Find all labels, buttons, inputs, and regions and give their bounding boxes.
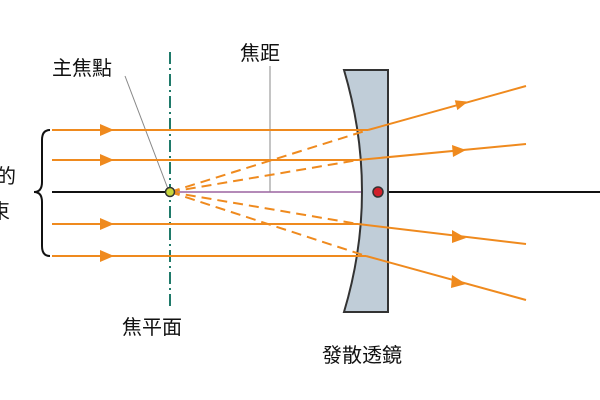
incoming-beam-brace	[33, 129, 51, 257]
virtual-rays	[169, 129, 369, 257]
incoming-ray-arrow-3	[100, 218, 114, 230]
virtual-ray-3	[169, 191, 359, 225]
principal-focus-point	[164, 186, 176, 198]
outgoing-ray-2	[357, 143, 527, 161]
virtual-ray-1	[169, 129, 369, 193]
outgoing-ray-4	[365, 255, 527, 301]
incoming-ray-arrows	[100, 124, 114, 262]
incoming-ray-arrow-1	[100, 124, 114, 136]
outgoing-ray-arrow-1	[454, 100, 468, 111]
outgoing-ray-arrows	[451, 100, 468, 288]
incoming-ray-arrow-2	[100, 154, 114, 166]
left-label-clipped-top: 的	[0, 164, 16, 188]
lens-center-point	[372, 186, 384, 198]
focal-length-label: 焦距	[240, 41, 280, 65]
virtual-ray-4	[169, 191, 367, 257]
outgoing-ray-1	[367, 85, 527, 131]
outgoing-rays	[357, 85, 527, 301]
outgoing-ray-arrow-2	[452, 145, 466, 157]
diverging-lens-label: 發散透鏡	[322, 343, 402, 367]
diverging-lens	[342, 69, 389, 313]
outgoing-ray-arrow-3	[452, 230, 466, 243]
principal-focus-leader	[124, 75, 169, 190]
principal-focus-label: 主焦點	[52, 56, 112, 80]
outgoing-ray-3	[357, 223, 527, 245]
incoming-ray-arrow-4	[100, 250, 114, 262]
left-label-clipped-bottom: 束	[0, 199, 10, 223]
focal-plane-label: 焦平面	[122, 315, 182, 339]
virtual-ray-2	[169, 159, 359, 193]
outgoing-ray-arrow-4	[451, 275, 466, 288]
